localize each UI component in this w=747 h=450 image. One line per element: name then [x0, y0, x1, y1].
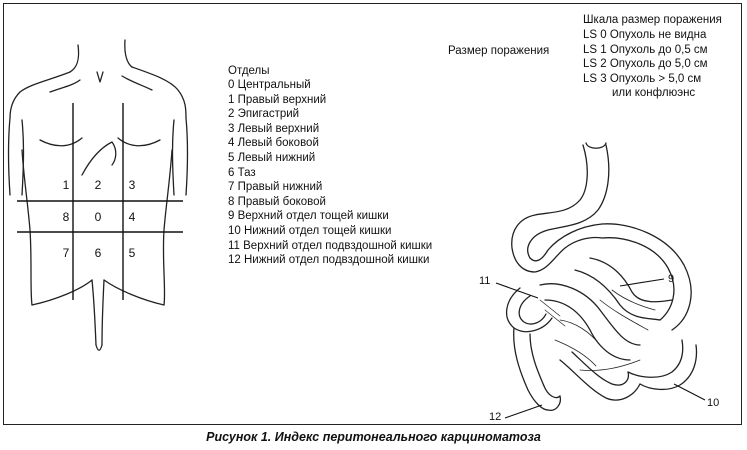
grid-number: 0 — [94, 210, 102, 224]
intestine-label-11: 11 — [479, 275, 491, 287]
region-item: 10 Нижний отдел тощей кишки — [228, 224, 392, 237]
figure-caption: Рисунок 1. Индекс перитонеального карцин… — [206, 430, 541, 444]
grid-number: 3 — [128, 178, 136, 192]
region-item: 12 Нижний отдел подвздошной кишки — [228, 254, 430, 267]
scale-item: или конфлюэнс — [612, 87, 696, 100]
scale-item: LS 0 Опухоль не видна — [583, 29, 707, 41]
region-item: 6 Таз — [228, 166, 256, 179]
regions-title: Отделы — [228, 65, 270, 77]
figure-frame — [3, 3, 742, 425]
region-item: 1 Правый верхний — [228, 93, 327, 106]
lesion-size-label: Размер поражения — [448, 45, 550, 57]
grid-number: 7 — [62, 246, 70, 260]
region-item: 11 Верхний отдел подвздошной кишки — [228, 239, 433, 252]
intestine-label-9: 9 — [668, 273, 675, 285]
intestine-label-12: 12 — [489, 411, 502, 423]
grid-number: 2 — [94, 178, 102, 192]
scale-item: LS 3 Опухоль > 5,0 см — [583, 72, 702, 85]
region-item: 7 Правый нижний — [228, 181, 323, 194]
regions-list: 0 Центральный 1 Правый верхний 2 Эпигаст… — [228, 78, 432, 268]
region-item: 0 Центральный — [228, 79, 311, 91]
lesion-scale-list: LS 0 Опухоль не видна LS 1 Опухоль до 0,… — [583, 28, 708, 101]
intestine-drawing — [506, 142, 698, 411]
grid-number: 4 — [128, 210, 136, 224]
region-item: 8 Правый боковой — [228, 195, 326, 208]
label-leader-lines — [495, 278, 706, 419]
grid-number: 8 — [62, 210, 70, 224]
abdominal-region-grid — [17, 103, 183, 300]
region-item: 2 Эпигастрий — [228, 108, 300, 121]
region-item: 4 Левый боковой — [228, 137, 319, 150]
torso-outline — [7, 39, 189, 351]
grid-number: 6 — [94, 246, 102, 260]
grid-number: 1 — [62, 178, 70, 192]
region-item: 5 Левый нижний — [228, 151, 316, 164]
grid-number: 5 — [128, 246, 136, 260]
lesion-scale-title: Шкала размер поражения — [583, 14, 722, 26]
intestine-label-10: 10 — [707, 397, 720, 409]
region-item: 3 Левый верхний — [228, 122, 320, 135]
scale-item: LS 1 Опухоль до 0,5 см — [583, 43, 708, 56]
scale-item: LS 2 Опухоль до 5,0 см — [583, 58, 708, 71]
region-item: 9 Верхний отдел тощей кишки — [228, 210, 389, 223]
